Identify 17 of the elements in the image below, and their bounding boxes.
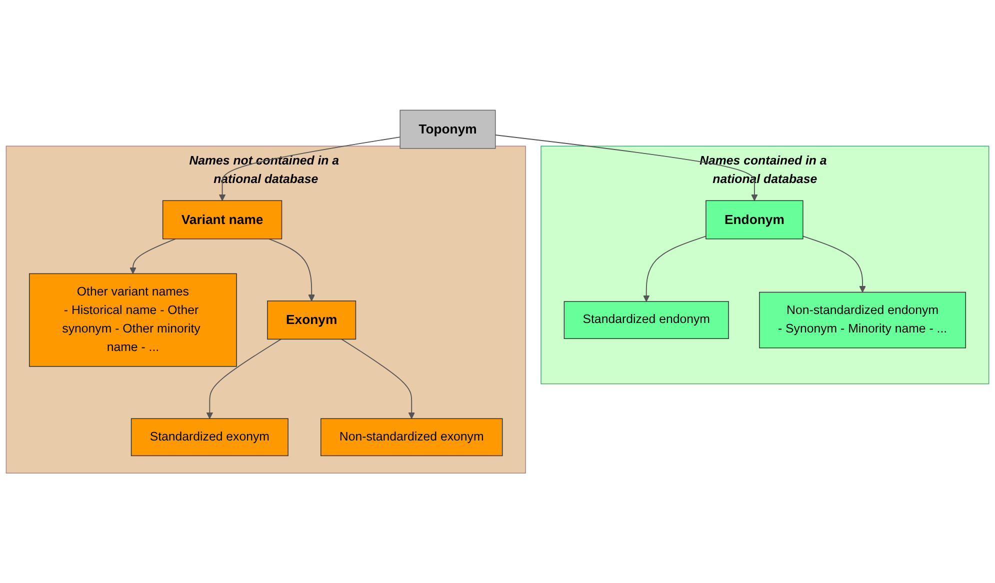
node-box: Other variant names - Historical name - Other synonym - Other minority name - ... — [28, 273, 237, 367]
node-box: Toponym — [400, 110, 496, 149]
arrow — [130, 238, 176, 274]
arrow — [494, 134, 758, 201]
node-box: Standardized exonym — [130, 418, 288, 456]
arrow — [341, 338, 415, 419]
node-box: Exonym — [267, 300, 356, 340]
node-box: Non-standardized endonym - Synonym - Minority name - ... — [759, 292, 966, 348]
arrow — [206, 338, 282, 419]
node-box: Endonym — [706, 200, 804, 240]
arrow — [268, 238, 315, 302]
arrow — [802, 236, 866, 292]
arrow — [218, 136, 401, 201]
node-box: Variant name — [162, 200, 282, 240]
arrow — [642, 236, 706, 302]
node-box: Non-standardized exonym — [320, 418, 503, 456]
node-box: Standardized endonym — [564, 300, 729, 339]
